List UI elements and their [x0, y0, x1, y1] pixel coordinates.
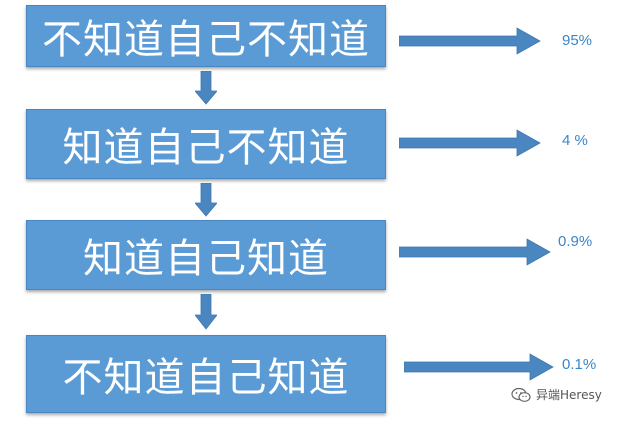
percent-label-2: 4 % [562, 132, 588, 149]
right-arrow-icon [404, 353, 554, 381]
right-arrow-icon [399, 129, 541, 157]
step-box-3: 知道自己知道 [26, 220, 386, 290]
down-arrow-icon [195, 71, 217, 105]
step-box-2: 知道自己不知道 [26, 109, 386, 179]
step-box-4: 不知道自己知道 [26, 335, 386, 413]
watermark-text: 异端Heresy [536, 388, 602, 402]
down-arrow-icon [195, 183, 217, 217]
step-label-3: 知道自己知道 [83, 236, 329, 282]
wechat-icon [511, 387, 531, 402]
right-arrow-icon [399, 238, 551, 266]
percent-label-4: 0.1% [562, 356, 597, 373]
step-label-2: 知道自己不知道 [62, 125, 350, 171]
right-arrow-icon [399, 27, 541, 55]
watermark: 异端Heresy [511, 386, 602, 403]
step-label-1: 不知道自己不知道 [42, 17, 370, 63]
step-label-4: 不知道自己知道 [62, 355, 350, 401]
percent-label-3: 0.9% [558, 233, 593, 250]
percent-label-1: 95% [562, 32, 593, 49]
down-arrow-icon [195, 294, 217, 330]
step-box-1: 不知道自己不知道 [26, 5, 386, 67]
